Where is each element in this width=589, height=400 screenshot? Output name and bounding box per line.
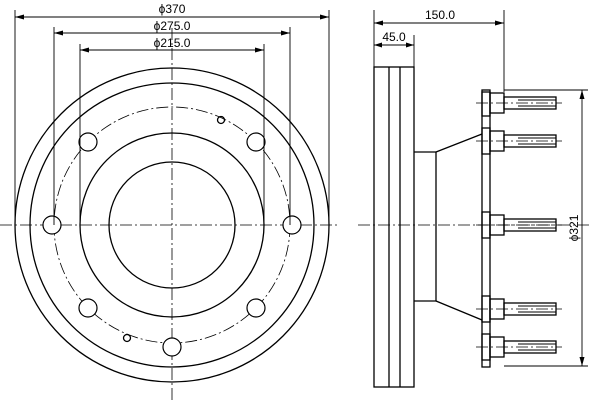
wheel-studs bbox=[476, 89, 562, 361]
side-dimensions: 150.0 45.0 ϕ321 bbox=[373, 8, 588, 367]
bolt-holes bbox=[42, 132, 302, 357]
locator-hole bbox=[216, 115, 226, 125]
outer-diameter-label: ϕ370 bbox=[159, 2, 186, 16]
dim-arrow bbox=[579, 90, 585, 99]
bolt-hole bbox=[246, 298, 266, 318]
center-bore-circle bbox=[108, 161, 236, 289]
dim-arrow bbox=[281, 30, 290, 36]
side-diameter-label: ϕ321 bbox=[567, 214, 581, 241]
bolt-hole bbox=[78, 298, 98, 318]
hub-taper bbox=[435, 300, 483, 321]
hat-height-label: 45.0 bbox=[382, 30, 406, 44]
dim-arrow bbox=[374, 20, 383, 26]
bolt-hole bbox=[282, 215, 302, 235]
dim-arrow bbox=[54, 30, 63, 36]
hub-taper bbox=[435, 133, 483, 153]
wheel-stud bbox=[476, 295, 562, 323]
total-height-label: 150.0 bbox=[425, 8, 455, 22]
locator-hole bbox=[122, 333, 132, 343]
front-view bbox=[0, 28, 338, 400]
inner-diameter-label: ϕ215.0 bbox=[154, 36, 191, 50]
wheel-stud bbox=[476, 333, 562, 361]
side-view bbox=[358, 66, 589, 388]
braking-ring-inner-circle bbox=[29, 82, 315, 368]
bolt-hole bbox=[42, 215, 62, 235]
front-dimensions: ϕ370 ϕ275.0 ϕ215.0 bbox=[14, 2, 330, 225]
wheel-stud bbox=[476, 89, 562, 117]
dim-arrow bbox=[320, 14, 329, 20]
dim-arrow bbox=[406, 42, 414, 48]
dim-arrow bbox=[15, 14, 24, 20]
dim-arrow bbox=[80, 47, 89, 53]
wheel-stud bbox=[476, 127, 562, 155]
bolt-hole bbox=[246, 132, 266, 152]
dim-arrow bbox=[495, 20, 504, 26]
bolt-hole bbox=[78, 132, 98, 152]
bolt-circle-diameter-label: ϕ275.0 bbox=[154, 19, 191, 33]
wheel-stud bbox=[476, 211, 562, 239]
hub-flange bbox=[481, 91, 491, 368]
dim-arrow bbox=[579, 357, 585, 366]
bolt-hole bbox=[162, 337, 182, 357]
brake-disc-section bbox=[373, 66, 415, 388]
dim-arrow bbox=[255, 47, 264, 53]
dim-arrow bbox=[374, 42, 382, 48]
